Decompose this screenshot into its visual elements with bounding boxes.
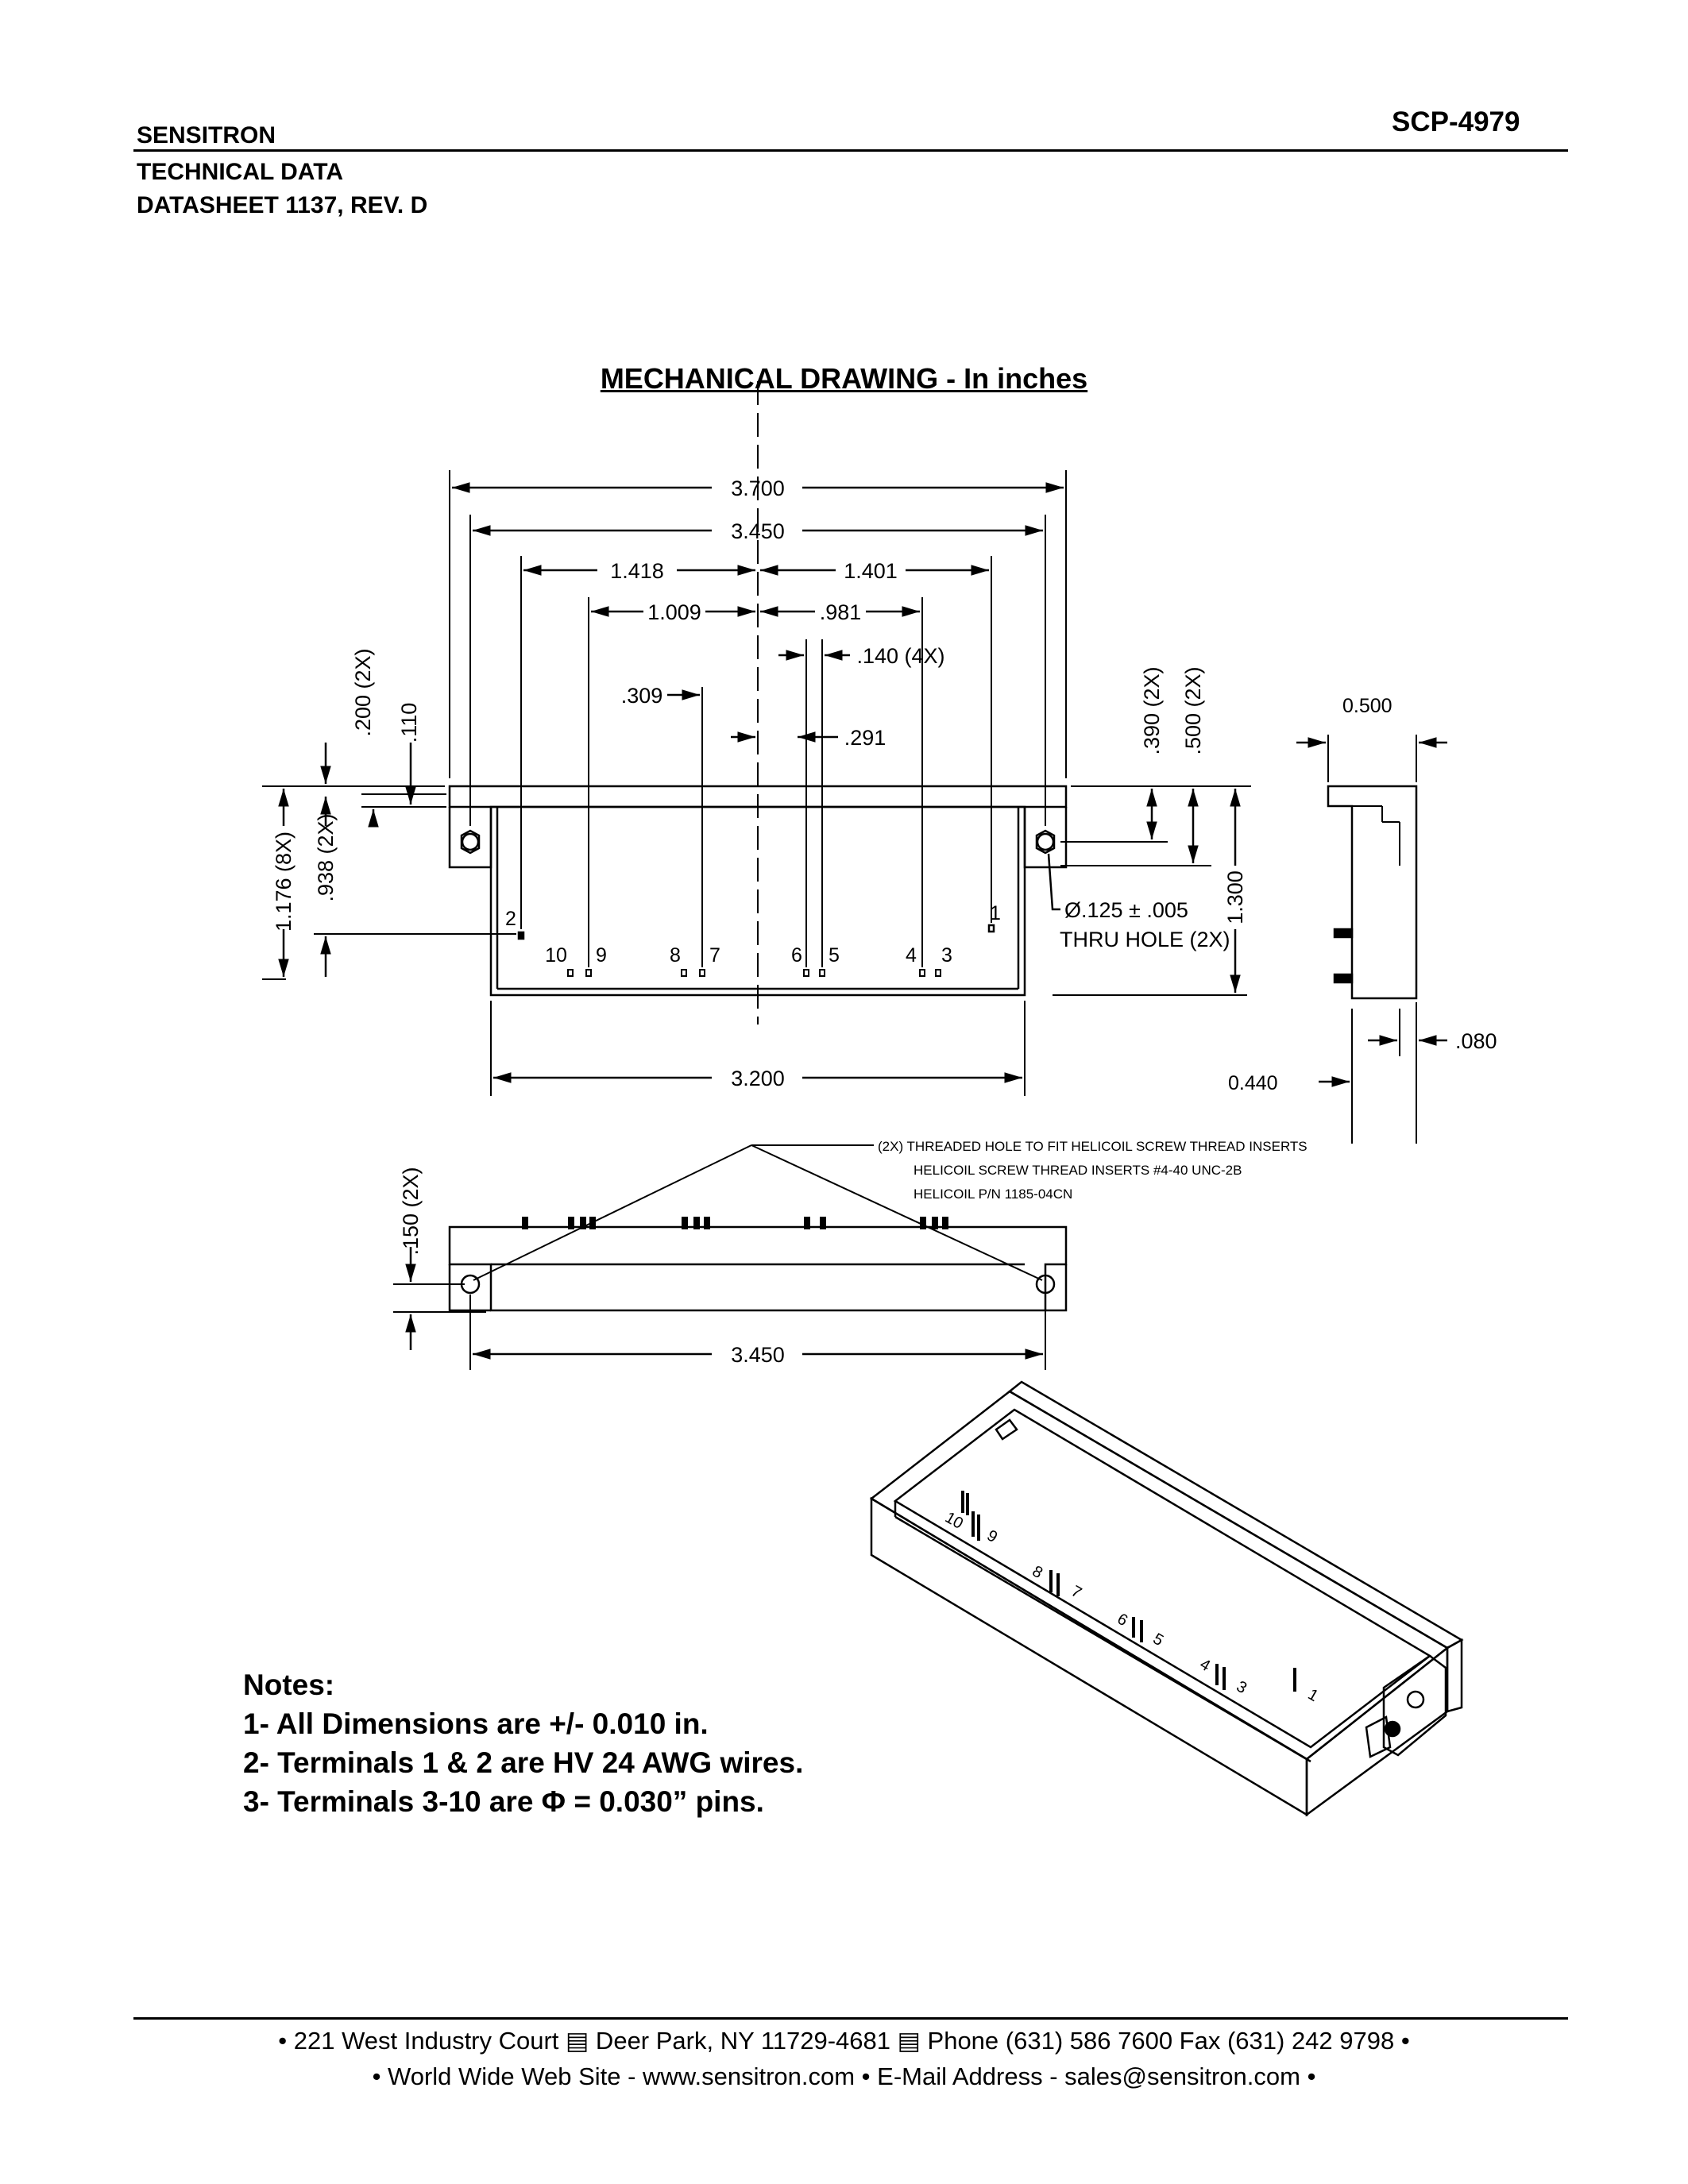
iso-pin-label: 8 [1029,1562,1046,1582]
dim-hole-y: .390 (2X) [1140,666,1164,754]
dim-pin-len: .080 [1455,1029,1497,1053]
iso-pin-label: 3 [1234,1677,1250,1697]
footer-web: • World Wide Web Site - www.sensitron.co… [372,2062,1316,2090]
dim-inner-right: .981 [820,600,862,624]
footer-rule [133,2017,1568,2020]
terminal-label: 1 [990,902,1001,924]
dim-right-offset: 1.401 [844,559,898,583]
dim-side-depth: 0.440 [1228,1072,1278,1094]
front-view [393,1144,1068,1370]
side-view [1296,735,1447,1144]
terminal-label: 7 [709,944,720,967]
terminal-label: 8 [670,944,681,967]
company-name: SENSITRON [137,122,276,149]
terminal-label: 6 [791,944,802,967]
note-item: 3- Terminals 3-10 are Φ = 0.030” pins. [243,1785,764,1818]
dim-inner-left: 1.009 [647,600,701,624]
note-item: 1- All Dimensions are +/- 0.010 in. [243,1707,709,1740]
terminal-label: 10 [545,944,567,967]
isometric-view [869,1380,1464,1817]
doc-type: TECHNICAL DATA [137,159,343,185]
terminal-label: 2 [505,908,516,930]
dim-left-offset: 1.418 [610,559,664,583]
dim-body-width: 3.200 [731,1067,785,1090]
dim-overall-length: 3.700 [731,477,785,500]
iso-pin-label: 4 [1197,1655,1214,1675]
part-number: SCP-4979 [1392,106,1520,137]
dim-flange-height: .200 (2X) [351,648,375,736]
thread-note-1: (2X) THREADED HOLE TO FIT HELICOIL SCREW… [878,1139,1308,1154]
terminal-label: 5 [829,944,840,967]
iso-pin-label: 5 [1150,1630,1167,1650]
dim-front-hole-spacing: 3.450 [731,1343,785,1367]
dim-pin-pitch: .140 (4X) [856,644,944,668]
dim-wire-height: .938 (2X) [314,813,338,901]
dim-overall-height: 1.300 [1223,870,1247,924]
dim-pin-offset-left: .309 [621,684,663,708]
notes-heading: Notes: [243,1669,335,1701]
terminal-label: 9 [596,944,607,967]
hole-note-2: THRU HOLE (2X) [1060,928,1230,951]
top-view [262,381,1251,1096]
note-item: 2- Terminals 1 & 2 are HV 24 AWG wires. [243,1746,804,1779]
dim-hole-y2: .500 (2X) [1181,666,1205,754]
iso-pin-label: 1 [1305,1685,1322,1705]
thread-note-3: HELICOIL P/N 1185-04CN [914,1187,1072,1202]
iso-pin-label: 9 [984,1526,1001,1546]
dim-pin-offset-right: .291 [844,726,886,750]
datasheet-id: DATASHEET 1137, REV. D [137,192,428,218]
dim-side-width: 0.500 [1342,695,1393,717]
terminal-label: 4 [906,944,917,967]
dim-flange-step: .110 [397,703,421,743]
notes-block: Notes: 1- All Dimensions are +/- 0.010 i… [243,1665,803,1821]
iso-pin-label: 6 [1114,1610,1131,1630]
thread-note-2: HELICOIL SCREW THREAD INSERTS #4-40 UNC-… [914,1163,1242,1178]
dim-pin-height: 1.176 (8X) [272,832,295,932]
dim-front-hole-height: .150 (2X) [399,1167,423,1255]
dim-hole-spacing: 3.450 [731,519,785,543]
footer-address: • 221 West Industry Court ▤ Deer Park, N… [278,2027,1410,2055]
hole-note-1: Ø.125 ± .005 [1064,898,1188,922]
iso-pin-label: 7 [1068,1582,1085,1602]
drawing-title: MECHANICAL DRAWING - In inches [600,362,1088,395]
header-rule [133,149,1568,152]
terminal-label: 3 [941,944,952,967]
